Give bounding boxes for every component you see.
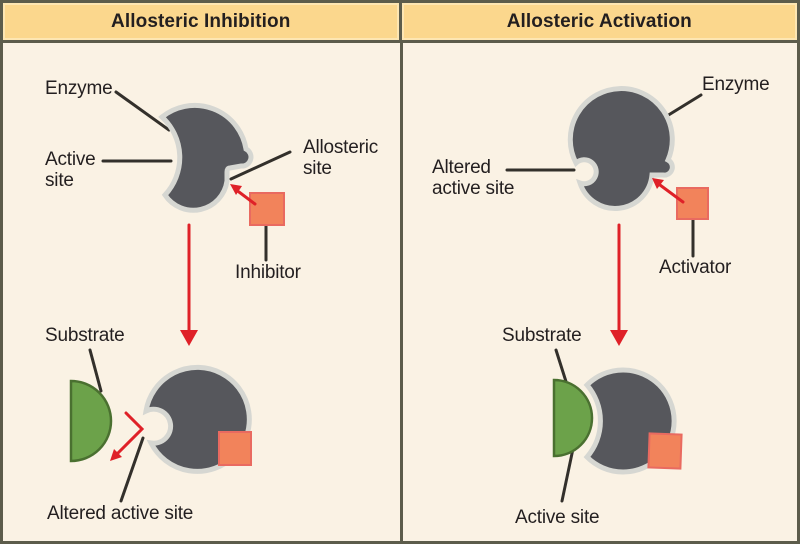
inhibition-substrate-rejected-arrowhead [110,449,122,461]
inhibition-altered-active-site-label: Altered active site [47,503,194,524]
activation-bound-activator-square [647,432,683,470]
inhibition-inhibitor-label: Inhibitor [235,262,301,283]
inhibition-progress-arrowhead [180,330,198,346]
activation-progress-arrowhead [610,330,628,346]
activation-activator-square [676,187,709,220]
inhibition-enzyme-normal-shape [158,102,254,213]
inhibition-enzyme-leader-line [114,90,171,132]
inhibition-substrate-rejected-arrow [115,411,145,456]
activation-altered-active-site-label: Altered active site [432,157,515,199]
activation-substrate-shape [552,378,594,458]
inhibition-active-site-label: Active site [45,149,96,191]
header-row: Allosteric Inhibition Allosteric Activat… [3,3,797,43]
activation-binding-arrow [658,183,685,204]
panel-divider [400,40,403,541]
panel-header-activation: Allosteric Activation [401,3,797,43]
inhibition-altered-active-site-leader-line [119,436,145,503]
activation-active-site-leader-line [560,442,576,503]
activation-enzyme-altered-shape [567,86,675,211]
activation-activator-label: Activator [659,257,732,278]
inhibition-binding-arrow [237,190,257,206]
activation-substrate-label: Substrate [502,325,582,346]
activation-active-site-label: Active site [515,507,600,528]
inhibition-bound-inhibitor-square [218,431,252,466]
activation-enzyme-label: Enzyme [702,74,770,95]
inhibition-binding-arrowhead [230,184,242,195]
inhibition-substrate-shape [69,379,113,463]
inhibition-substrate-label: Substrate [45,325,125,346]
panel-header-inhibition: Allosteric Inhibition [3,3,402,43]
inhibition-substrate-leader-line [88,348,103,393]
inhibition-enzyme-label: Enzyme [45,78,113,99]
inhibition-allosteric-site-leader-line [229,150,292,181]
diagram-canvas [69,86,709,503]
activation-binding-arrowhead [652,178,664,189]
inhibition-allosteric-site-label: Allosteric site [303,137,379,179]
inhibition-inhibitor-square [249,192,285,226]
